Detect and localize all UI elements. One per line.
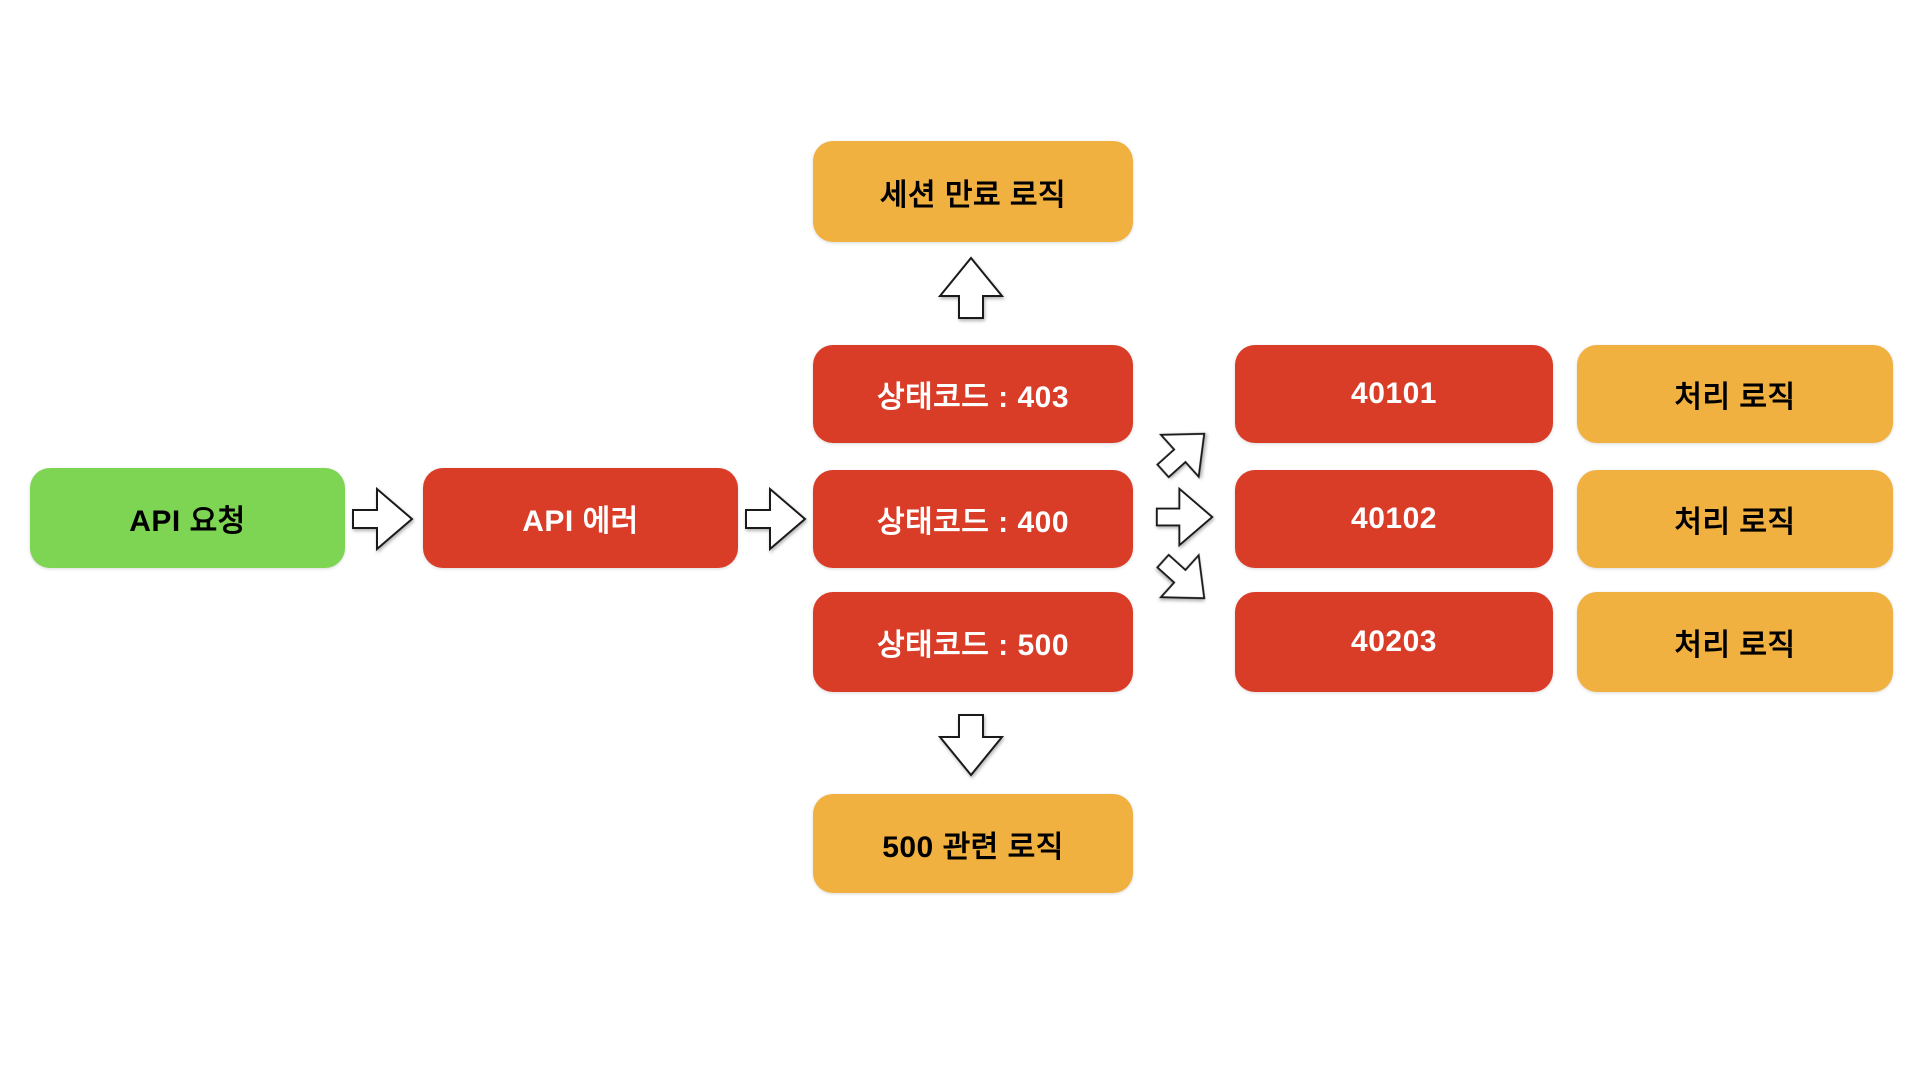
- arrow-right-icon: [745, 486, 807, 552]
- node-status-403: 상태코드 : 403: [813, 345, 1133, 443]
- node-code-40102: 40102: [1235, 470, 1553, 568]
- node-status-500: 상태코드 : 500: [813, 592, 1133, 692]
- arrow-down-right-icon: [1141, 537, 1227, 623]
- node-500-logic: 500 관련 로직: [813, 794, 1133, 893]
- node-handler-40203: 처리 로직: [1577, 592, 1893, 692]
- arrow-down-icon: [937, 714, 1005, 777]
- node-status-400: 상태코드 : 400: [813, 470, 1133, 568]
- node-api-error: API 에러: [423, 468, 738, 568]
- arrow-up-icon: [937, 256, 1005, 319]
- arrow-right-icon: [352, 486, 414, 552]
- node-handler-40102: 처리 로직: [1577, 470, 1893, 568]
- node-session-expiry-logic: 세션 만료 로직: [813, 141, 1133, 242]
- arrow-right-icon: [1155, 486, 1215, 548]
- node-handler-40101: 처리 로직: [1577, 345, 1893, 443]
- node-code-40203: 40203: [1235, 592, 1553, 692]
- arrow-up-right-icon: [1141, 409, 1227, 495]
- node-code-40101: 40101: [1235, 345, 1553, 443]
- node-api-request: API 요청: [30, 468, 345, 568]
